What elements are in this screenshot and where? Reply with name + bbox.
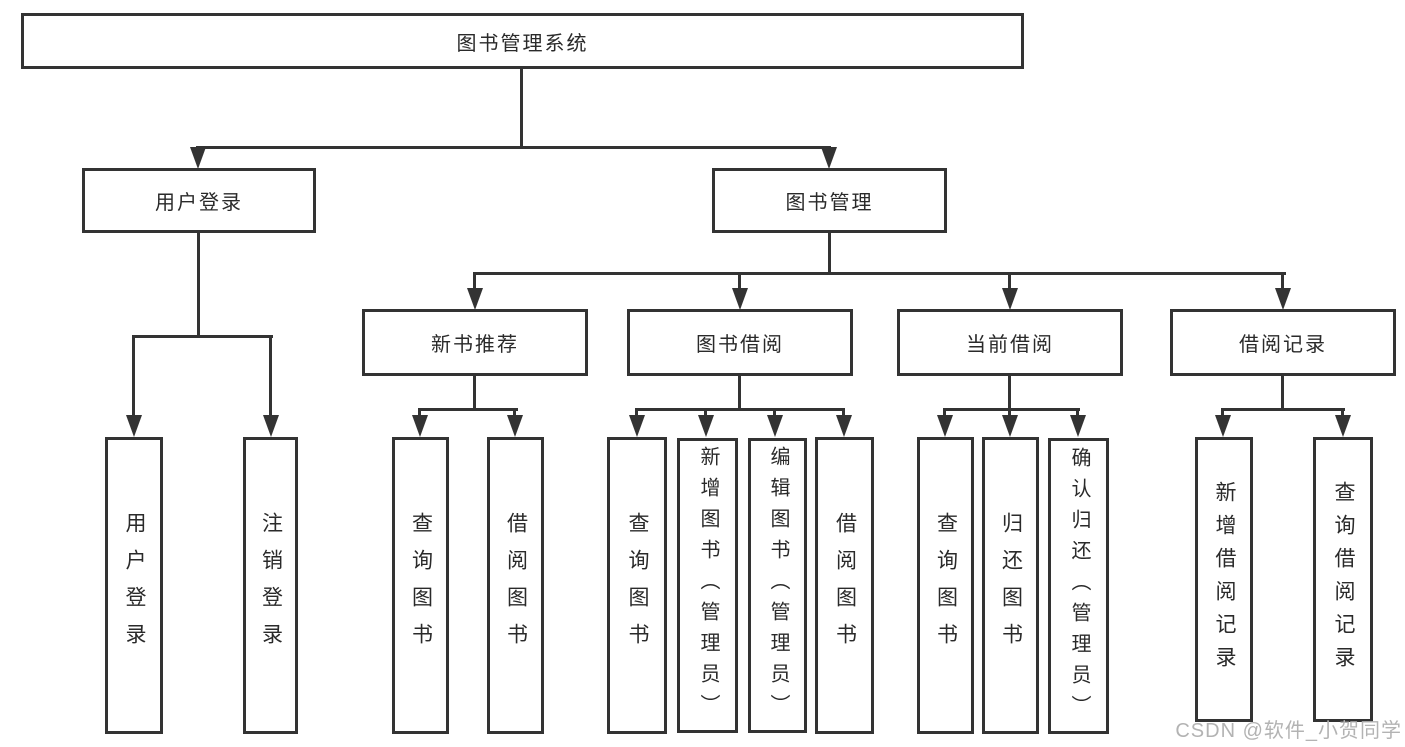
tree-connector xyxy=(132,335,135,417)
arrowhead-down-icon xyxy=(836,415,852,437)
tree-connector xyxy=(473,373,476,411)
tree-connector xyxy=(1076,408,1079,418)
arrowhead-down-icon xyxy=(1275,288,1291,310)
node-library-management-system: 图书管理系统 xyxy=(21,13,1024,69)
node-label: 图书管理系统 xyxy=(456,32,589,55)
leaf-user-login: 用户登录 xyxy=(105,437,163,734)
node-label: 新增借阅记录 xyxy=(1213,480,1237,679)
arrowhead-down-icon xyxy=(412,415,428,437)
node-label: 借阅图书 xyxy=(504,511,528,660)
node-new-book-recommendation: 新书推荐 xyxy=(362,309,588,376)
arrowhead-down-icon xyxy=(1002,288,1018,310)
arrowhead-down-icon xyxy=(467,288,483,310)
node-label: 图书借阅 xyxy=(696,334,784,356)
arrowhead-down-icon xyxy=(698,415,714,437)
arrowhead-down-icon xyxy=(190,147,206,169)
node-label: 用户登录 xyxy=(155,192,243,214)
tree-connector xyxy=(635,408,638,418)
arrowhead-down-icon xyxy=(1335,415,1351,437)
leaf-records-add-borrow-record: 新增借阅记录 xyxy=(1195,437,1253,722)
node-label: 注销登录 xyxy=(259,511,283,660)
tree-connector xyxy=(269,335,272,417)
arrowhead-down-icon xyxy=(767,415,783,437)
arrowhead-down-icon xyxy=(507,415,523,437)
tree-connector xyxy=(1221,408,1345,411)
tree-connector xyxy=(520,66,523,148)
node-book-management: 图书管理 xyxy=(712,168,947,233)
arrowhead-down-icon xyxy=(732,288,748,310)
leaf-logout-login: 注销登录 xyxy=(243,437,298,734)
tree-connector xyxy=(418,408,518,411)
leaf-borrow-edit-books-admin: 编辑图书（管理员） xyxy=(748,438,807,733)
leaf-newbook-borrow-books: 借阅图书 xyxy=(487,437,544,734)
arrowhead-down-icon xyxy=(1215,415,1231,437)
tree-connector xyxy=(473,272,1286,275)
tree-connector xyxy=(132,335,273,338)
node-current-borrowing: 当前借阅 xyxy=(897,309,1123,376)
tree-connector xyxy=(635,408,845,411)
node-borrowing-records: 借阅记录 xyxy=(1170,309,1396,376)
leaf-borrow-query-books: 查询图书 xyxy=(607,437,667,734)
tree-connector xyxy=(1341,408,1344,418)
node-label: 查询图书 xyxy=(409,511,433,660)
node-label: 查询借阅记录 xyxy=(1332,480,1356,679)
tree-connector xyxy=(473,272,476,290)
tree-connector xyxy=(1008,373,1011,411)
tree-connector xyxy=(1281,374,1284,411)
tree-connector xyxy=(197,230,200,338)
leaf-borrow-borrow-books: 借阅图书 xyxy=(815,437,874,734)
csdn-watermark: CSDN @软件_小贺同学 xyxy=(1175,720,1402,742)
node-label: 新增图书（管理员） xyxy=(697,446,719,725)
tree-connector xyxy=(418,408,421,418)
tree-connector xyxy=(842,408,845,418)
arrowhead-down-icon xyxy=(629,415,645,437)
tree-connector xyxy=(704,408,707,418)
node-label: 归还图书 xyxy=(999,511,1023,660)
tree-connector xyxy=(943,408,1080,411)
leaf-newbook-query-books: 查询图书 xyxy=(392,437,449,734)
arrowhead-down-icon xyxy=(126,415,142,437)
leaf-records-query-borrow-record: 查询借阅记录 xyxy=(1313,437,1373,722)
arrowhead-down-icon xyxy=(1002,415,1018,437)
tree-connector xyxy=(1008,272,1011,290)
node-label: 查询图书 xyxy=(934,511,958,660)
node-label: 查询图书 xyxy=(626,511,650,660)
node-label: 确认归还（管理员） xyxy=(1068,446,1090,726)
node-label: 借阅记录 xyxy=(1239,334,1327,356)
tree-connector xyxy=(738,272,741,290)
tree-connector xyxy=(1281,272,1284,290)
node-label: 新书推荐 xyxy=(431,334,519,356)
tree-connector xyxy=(828,230,831,275)
tree-connector xyxy=(738,373,741,411)
tree-connector xyxy=(773,408,776,418)
leaf-current-confirm-return-admin: 确认归还（管理员） xyxy=(1048,438,1109,734)
node-label: 编辑图书（管理员） xyxy=(767,446,789,725)
leaf-current-query-books: 查询图书 xyxy=(917,437,974,734)
arrowhead-down-icon xyxy=(263,415,279,437)
node-user-login: 用户登录 xyxy=(82,168,316,233)
node-label: 图书管理 xyxy=(785,192,874,214)
node-label: 当前借阅 xyxy=(966,334,1054,356)
node-label: 借阅图书 xyxy=(833,511,857,660)
tree-connector xyxy=(1221,408,1224,418)
tree-connector xyxy=(196,146,831,149)
arrowhead-down-icon xyxy=(1070,415,1086,437)
tree-connector xyxy=(1008,408,1011,418)
node-label: 用户登录 xyxy=(123,511,147,660)
tree-connector xyxy=(513,408,516,418)
tree-connector xyxy=(943,408,946,418)
arrowhead-down-icon xyxy=(937,415,953,437)
arrowhead-down-icon xyxy=(821,147,837,169)
leaf-current-return-books: 归还图书 xyxy=(982,437,1039,734)
node-book-borrowing: 图书借阅 xyxy=(627,309,853,376)
leaf-borrow-add-books-admin: 新增图书（管理员） xyxy=(677,438,738,733)
